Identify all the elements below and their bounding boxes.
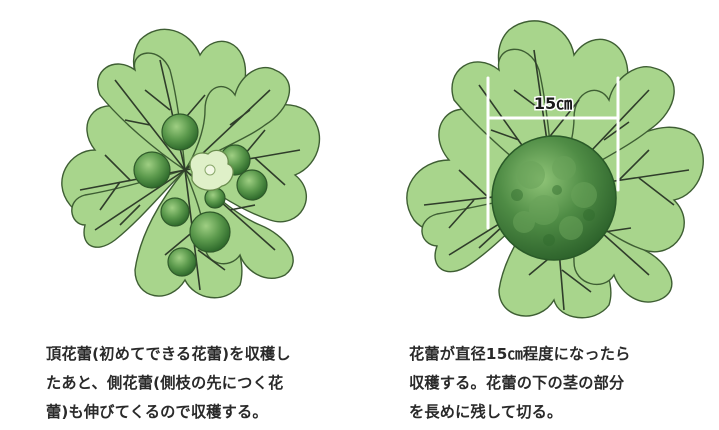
diameter-label: 15㎝	[534, 94, 572, 113]
side-florets	[133, 113, 268, 277]
left-caption-line: たあと、側花蕾(側枝の先につく花	[46, 374, 284, 392]
left-caption-line: 蕾)も伸びてくるので収穫する。	[46, 403, 268, 421]
right-caption: 花蕾が直径15㎝程度になったら 収穫する。花蕾の下の茎の部分 を長めに残して切る…	[409, 340, 699, 427]
right-caption-line: を長めに残して切る。	[409, 403, 563, 421]
left-caption-line: 頂花蕾(初めてできる花蕾)を収穫し	[46, 345, 291, 363]
harvest-size-broccoli-illustration: 15㎝	[406, 20, 704, 319]
right-caption-line: 収穫する。花蕾の下の茎の部分	[409, 374, 625, 392]
broccoli-head	[491, 135, 617, 261]
right-caption-line: 花蕾が直径15㎝程度になったら	[409, 345, 631, 363]
diameter-measure	[486, 76, 620, 230]
top-floret-cut-stem	[189, 149, 234, 191]
left-caption: 頂花蕾(初めてできる花蕾)を収穫し たあと、側花蕾(側枝の先につく花 蕾)も伸び…	[46, 340, 346, 427]
right-panel: 15㎝ 花蕾が直径15㎝程度になったら 収穫する。花蕾の下の茎の部分 を長めに残…	[359, 0, 719, 430]
left-panel: 頂花蕾(初めてできる花蕾)を収穫し たあと、側花蕾(側枝の先につく花 蕾)も伸び…	[46, 28, 346, 427]
side-floret-broccoli-illustration	[61, 28, 321, 299]
